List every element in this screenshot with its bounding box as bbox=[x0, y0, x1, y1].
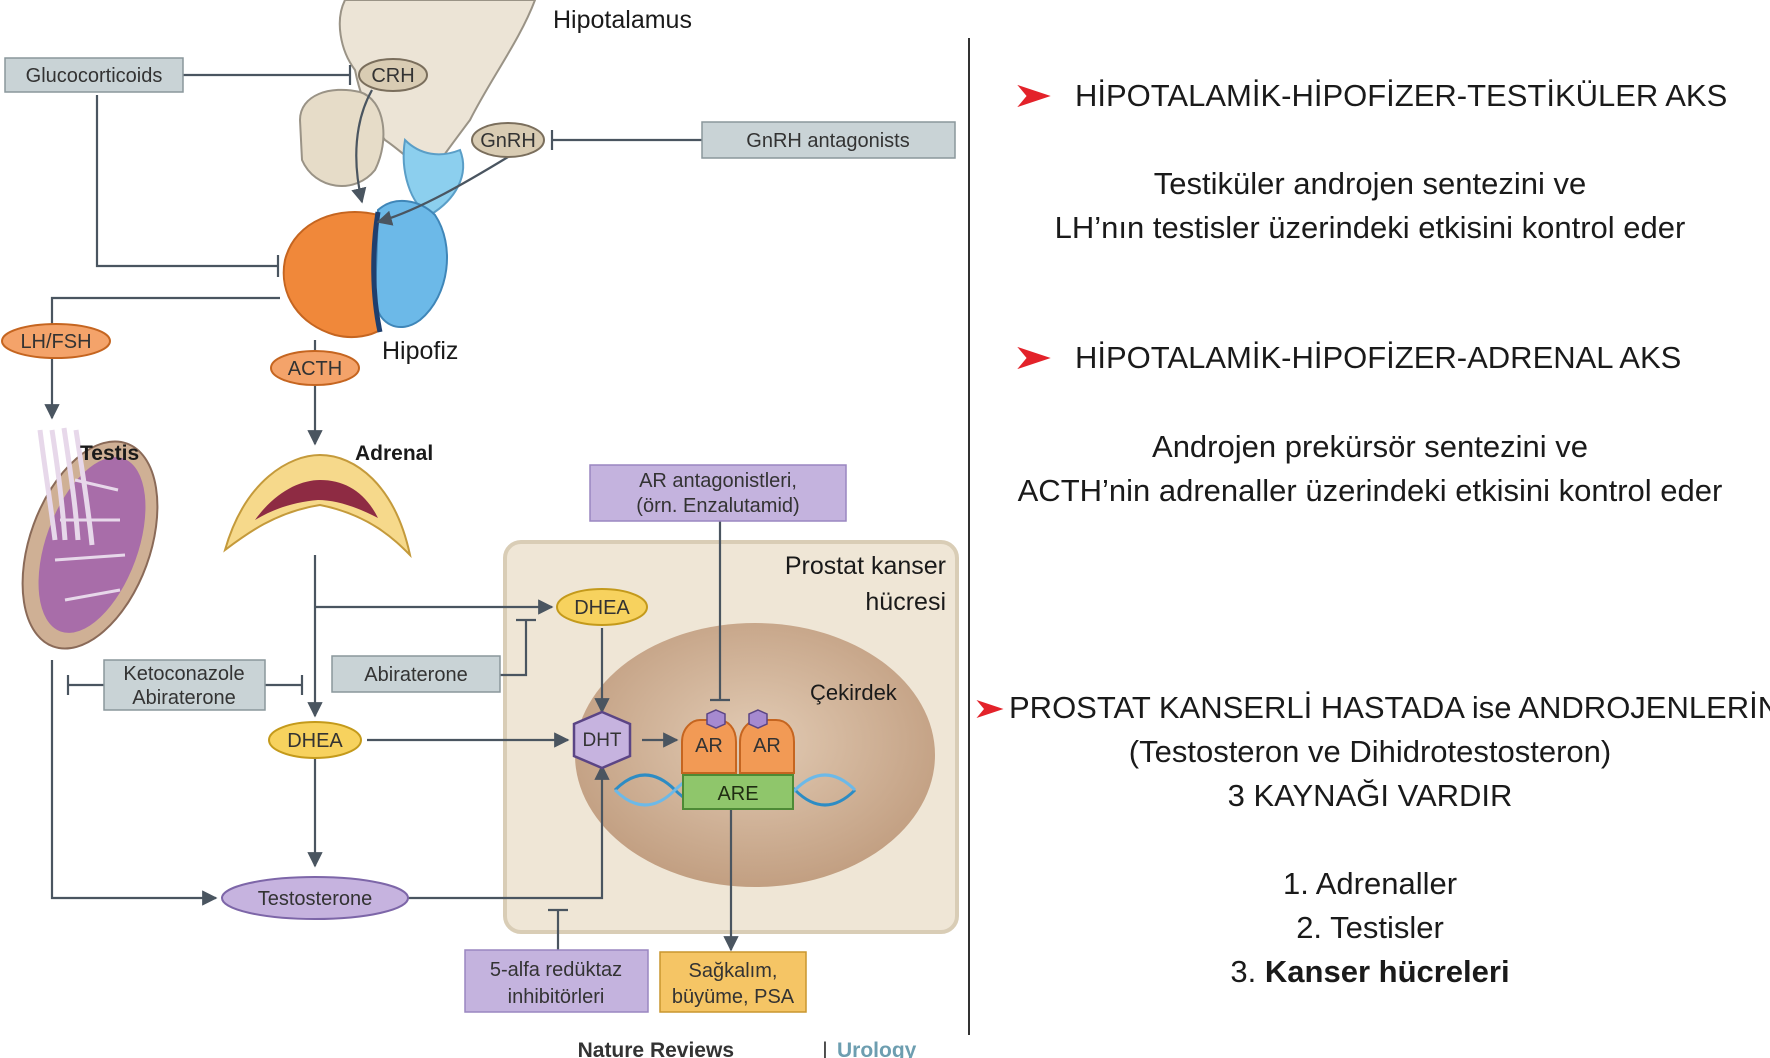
list-item: 3. Kanser hücreleri bbox=[975, 950, 1765, 994]
para2-line1: Androjen prekürsör sentezini ve bbox=[1152, 429, 1588, 464]
heading-prostate-text: PROSTAT KANSERLİ HASTADA ise ANDROJENLER… bbox=[1009, 690, 1770, 725]
list-item-number: 3. bbox=[1230, 954, 1257, 989]
ketoconazole-label-line2: Abiraterone bbox=[132, 687, 235, 709]
ar-antagonists-label-line2: (örn. Enzalutamid) bbox=[636, 495, 799, 517]
pituitary-stalk bbox=[402, 137, 465, 217]
pituitary-anterior bbox=[282, 211, 382, 339]
pituitary-posterior bbox=[373, 199, 448, 329]
dhea-mid-node bbox=[268, 721, 362, 759]
para3-line1: (Testosteron ve Dihidrotestosteron) bbox=[1128, 734, 1612, 769]
androgen-axis-diagram: ARE bbox=[1, 0, 970, 1058]
ketoconazole-box bbox=[103, 659, 266, 711]
testosterone-node bbox=[221, 876, 409, 920]
outcome-label-line2: büyüme, PSA bbox=[672, 986, 795, 1008]
crh-label: CRH bbox=[371, 65, 414, 87]
heading-adrenal-axis: HİPOTALAMİK-HİPOFİZER-ADRENAL AKS bbox=[1015, 340, 1770, 376]
right-text-panel: HİPOTALAMİK-HİPOFİZER-TESTİKÜLER AKS Tes… bbox=[975, 0, 1770, 1058]
prostate-cell-label-line1: Prostat kanser bbox=[785, 552, 946, 580]
adrenal-label: Adrenal bbox=[355, 442, 433, 465]
heading-testicular-axis: HİPOTALAMİK-HİPOFİZER-TESTİKÜLER AKS bbox=[1015, 78, 1770, 114]
dht-node bbox=[572, 710, 632, 770]
para1-line1: Testiküler androjen sentezini ve bbox=[1153, 166, 1587, 201]
dhea-top-label: DHEA bbox=[574, 597, 630, 619]
ketoconazole-label-line1: Ketoconazole bbox=[123, 663, 244, 685]
pituitary-label: Hipofiz bbox=[382, 337, 458, 365]
gnrh-node bbox=[471, 122, 545, 158]
para1-line2: LH’nın testisler üzerindeki etkisini kon… bbox=[1054, 210, 1686, 245]
abiraterone-label: Abiraterone bbox=[364, 664, 467, 686]
list-item-bold-text: Kanser hücreleri bbox=[1264, 954, 1510, 989]
are-block bbox=[682, 774, 794, 810]
testis-label: Testis bbox=[80, 442, 139, 465]
prostate-cell-label-line2: hücresi bbox=[865, 588, 946, 616]
heading-prostate: PROSTAT KANSERLİ HASTADA ise ANDROJENLER… bbox=[975, 686, 1770, 730]
glucocorticoids-box bbox=[4, 57, 184, 93]
five-alpha-reductase-box bbox=[464, 949, 649, 1013]
adrenal-shape bbox=[223, 453, 412, 559]
para-adrenal-axis: Androjen prekürsör sentezini ve ACTH’nin… bbox=[975, 425, 1765, 513]
acth-label: ACTH bbox=[288, 358, 342, 380]
ar-right-label: AR bbox=[753, 735, 781, 757]
para-testicular-axis: Testiküler androjen sentezini ve LH’nın … bbox=[975, 162, 1765, 250]
gnrh-label: GnRH bbox=[480, 130, 536, 152]
list-item: 1. Adrenaller bbox=[1282, 866, 1458, 901]
credit-journal: Nature Reviews bbox=[578, 1039, 734, 1058]
heading-testicular-axis-text: HİPOTALAMİK-HİPOFİZER-TESTİKÜLER AKS bbox=[1075, 78, 1728, 113]
credit-section: Urology bbox=[837, 1039, 917, 1058]
are-label: ARE bbox=[717, 783, 758, 805]
red-arrow-icon bbox=[1017, 84, 1051, 108]
dhea-top-node bbox=[556, 588, 648, 626]
sources-list: 1. Adrenaller 2. Testisler 3. Kanser hüc… bbox=[975, 862, 1765, 994]
dhea-mid-label: DHEA bbox=[287, 730, 343, 752]
abiraterone-box bbox=[331, 655, 501, 693]
hypothalamus-label: Hipotalamus bbox=[553, 6, 692, 34]
acth-node bbox=[270, 350, 360, 386]
para3-line2: 3 KAYNAĞI VARDIR bbox=[1227, 778, 1513, 813]
credit-separator: | bbox=[822, 1039, 827, 1058]
gnrh-antagonists-box bbox=[701, 121, 956, 159]
heading-adrenal-axis-text: HİPOTALAMİK-HİPOFİZER-ADRENAL AKS bbox=[1075, 340, 1682, 375]
outcome-label-line1: Sağkalım, bbox=[689, 960, 778, 982]
para2-line2: ACTH’nin adrenaller üzerindeki etkisini … bbox=[1017, 473, 1723, 508]
five-alpha-label-line2: inhibitörleri bbox=[508, 986, 605, 1008]
red-arrow-icon bbox=[976, 700, 1004, 718]
dht-label: DHT bbox=[582, 730, 621, 751]
para-prostate-sources: PROSTAT KANSERLİ HASTADA ise ANDROJENLER… bbox=[975, 686, 1770, 818]
lh-fsh-node bbox=[1, 323, 111, 359]
ar-antagonists-box bbox=[589, 464, 847, 522]
outcome-box bbox=[659, 951, 807, 1013]
ar-receptor-right bbox=[739, 719, 795, 774]
list-item: 2. Testisler bbox=[1296, 910, 1444, 945]
red-arrow-icon bbox=[1017, 346, 1051, 370]
crh-node bbox=[358, 58, 428, 92]
ar-antagonists-label-line1: AR antagonistleri, bbox=[639, 470, 797, 492]
five-alpha-label-line1: 5-alfa redüktaz bbox=[490, 959, 622, 981]
hypothalamus-lobe bbox=[298, 88, 385, 187]
gnrh-antagonists-label: GnRH antagonists bbox=[746, 130, 909, 152]
testosterone-label: Testosterone bbox=[258, 888, 373, 910]
glucocorticoids-label: Glucocorticoids bbox=[26, 65, 163, 87]
lh-fsh-label: LH/FSH bbox=[20, 331, 91, 353]
nucleus-label: Çekirdek bbox=[810, 680, 898, 705]
ar-left-label: AR bbox=[695, 735, 723, 757]
